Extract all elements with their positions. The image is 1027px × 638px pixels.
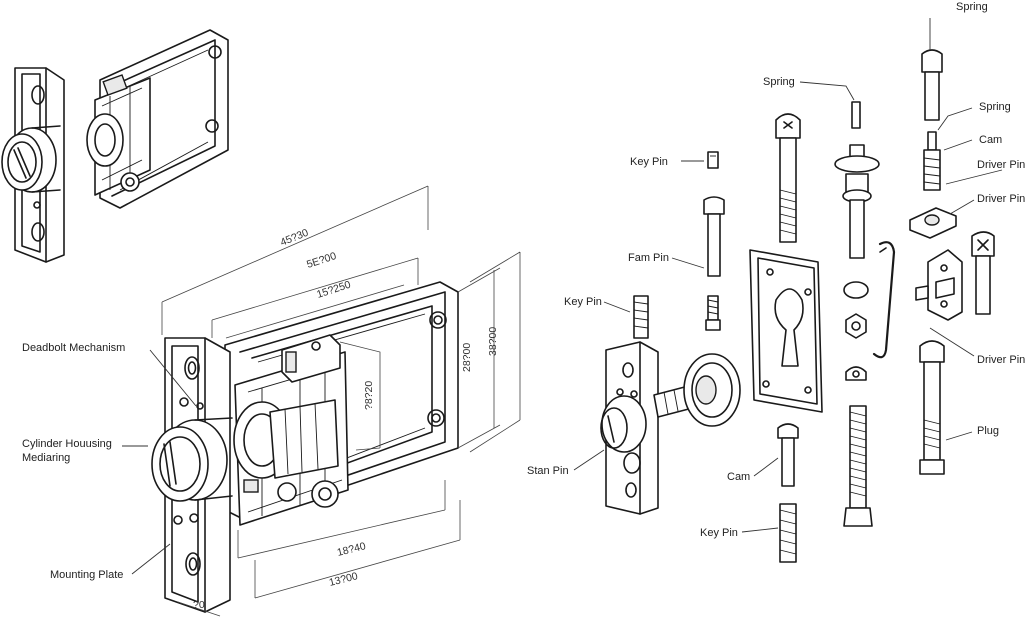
dimension-label-2: 5E?00 bbox=[305, 250, 338, 271]
dimension-label-3: 15?250 bbox=[315, 279, 352, 301]
label-key-pin-bottom: Key Pin bbox=[700, 527, 738, 539]
dimension-label-9: ?0 bbox=[193, 599, 205, 611]
label-stan-pin: Stan Pin bbox=[527, 465, 569, 477]
dimension-label-4: 28?00 bbox=[461, 343, 473, 372]
label-spring-mid: Spring bbox=[763, 76, 795, 88]
label-plug: Plug bbox=[977, 425, 999, 437]
label-driver-pin-1: Driver Pin bbox=[977, 159, 1025, 171]
thread-lines bbox=[779, 189, 797, 235]
dimension-label-6: ?8?20 bbox=[363, 381, 375, 410]
label-cylinder-housing-line2: Mediaring bbox=[22, 452, 70, 464]
main-lock-isometric-view bbox=[151, 281, 459, 613]
label-driver-pin-2: Driver Pin bbox=[977, 193, 1025, 205]
exploded-parts-view bbox=[600, 49, 995, 563]
small-lock-isometric-view bbox=[1, 29, 229, 263]
label-key-pin-top: Key Pin bbox=[630, 156, 668, 168]
label-cylinder-housing-line1: Cylinder Houusing bbox=[22, 438, 112, 450]
dimension-label-8: 13?00 bbox=[328, 570, 359, 589]
dimension-label-5: 38?00 bbox=[487, 327, 499, 356]
label-spring-right: Spring bbox=[979, 101, 1011, 113]
label-cam-right: Cam bbox=[979, 134, 1002, 146]
label-spring-top: Spring bbox=[956, 1, 988, 13]
label-deadbolt-mechanism: Deadbolt Mechanism bbox=[22, 342, 125, 354]
label-driver-pin-3: Driver Pin bbox=[977, 354, 1025, 366]
label-key-pin-mid: Key Pin bbox=[564, 296, 602, 308]
left-labels: Deadbolt Mechanism Cylinder Houusing Med… bbox=[22, 342, 197, 581]
label-mounting-plate: Mounting Plate bbox=[50, 569, 123, 581]
right-labels: Key Pin Fam Pin Key Pin Stan Pin Cam Key… bbox=[527, 1, 1025, 539]
dimension-label-1: 45?30 bbox=[279, 227, 311, 249]
label-fam-pin: Fam Pin bbox=[628, 252, 669, 264]
dimension-label-7: 18?40 bbox=[336, 540, 367, 559]
label-cam-bottom: Cam bbox=[727, 471, 750, 483]
